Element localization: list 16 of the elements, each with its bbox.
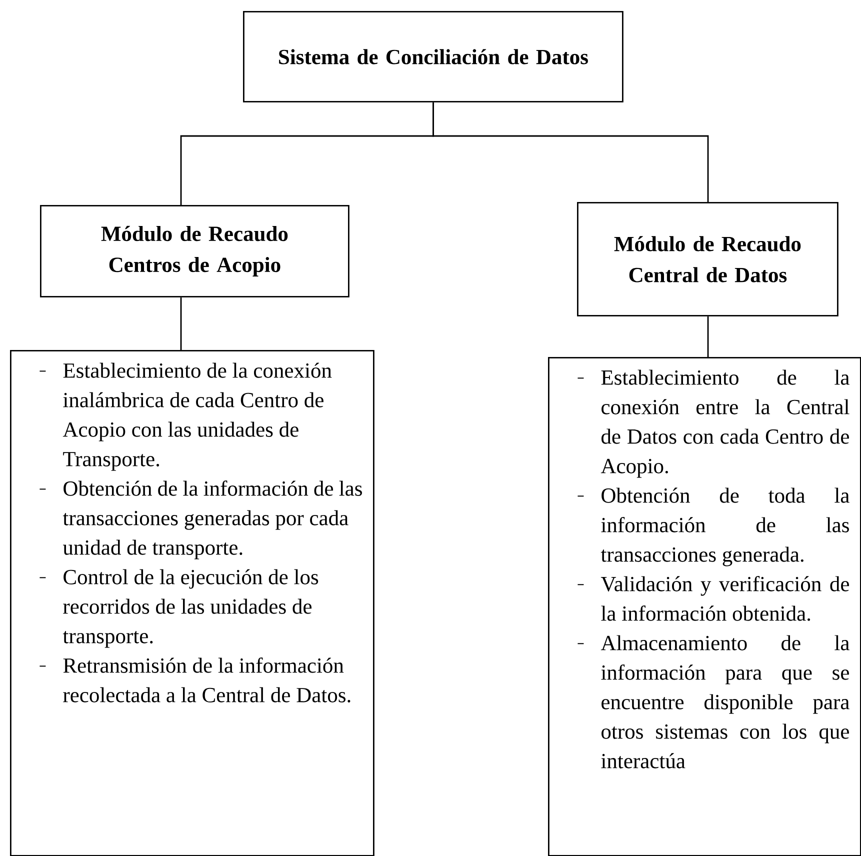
connector-line xyxy=(432,102,709,202)
list-item: Obtención de toda la información de las transacciones generada. xyxy=(600,488,850,566)
list-item: Establecimiento de la conexión entre la Central de Datos con cada Centro de Acopio. xyxy=(600,370,850,478)
list-item: Retransmisión de la información recolectada a la Central de Datos. xyxy=(63,658,350,702)
module-box: Módulo de Recaudo Centros de Acopio xyxy=(40,205,350,298)
list-box xyxy=(10,350,374,856)
module-box: Módulo de Recaudo Central de Datos xyxy=(577,202,838,316)
module-box: Sistema de Conciliación de Datos xyxy=(243,11,624,102)
list-item: Establecimiento de la conexión inalámbrica de cada Centro de Acopio con las unidades de Transporte. xyxy=(62,362,332,471)
list-item: Almacenamiento de la información para que se encuentre disponible para otros sistemas con los que interactúa xyxy=(600,635,850,768)
connector-line xyxy=(180,297,182,350)
list-item: Control de la ejecución de los recorridos de las unidades de transporte. xyxy=(62,569,318,648)
list-box xyxy=(548,357,861,856)
list-item: Validación y verificación de la información obtenida. xyxy=(600,576,849,621)
connector-line xyxy=(707,316,709,357)
list-item: Obtención de la información de las transacciones generadas por cada unidad de transporte. xyxy=(62,480,362,560)
